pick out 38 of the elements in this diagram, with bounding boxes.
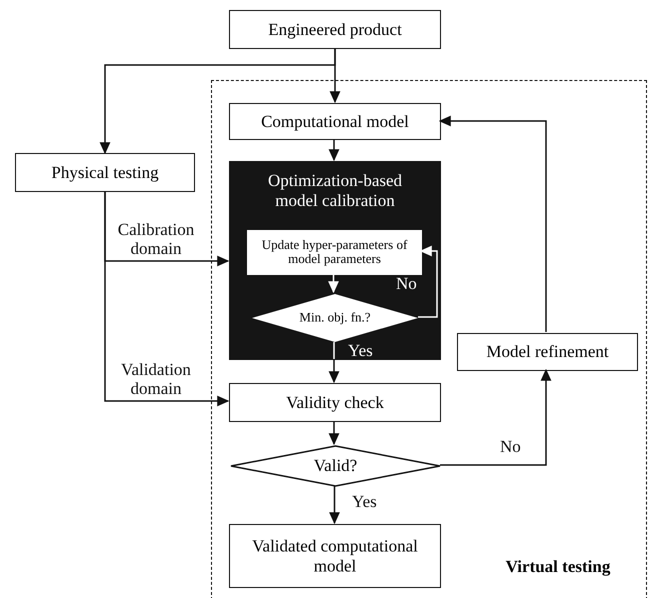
edge-label: No [500, 437, 521, 456]
node-label: Engineered product [267, 20, 403, 40]
process-box [229, 524, 441, 588]
region-title: Virtual testing [504, 557, 612, 577]
arrow [328, 139, 340, 162]
arrow [328, 342, 340, 384]
process-box [15, 153, 195, 192]
arrow [418, 246, 438, 318]
arrow [440, 368, 552, 466]
node-label: Computational model [260, 112, 410, 132]
process-box [229, 383, 441, 422]
arrow [438, 116, 547, 332]
arrow [104, 192, 230, 406]
edge-label: Calibration domain [116, 220, 196, 258]
decision-diamond [230, 445, 441, 487]
arrow [328, 274, 339, 294]
process-box [247, 230, 422, 275]
node-label: Valid? [312, 456, 358, 476]
arrow [329, 486, 340, 524]
process-box [229, 103, 441, 140]
arrow [100, 49, 336, 154]
edge-label: Yes [348, 341, 373, 360]
arrow [328, 421, 340, 446]
process-box [229, 10, 441, 49]
panel-heading: Optimization-based model calibration [266, 171, 404, 210]
dashed-region [211, 80, 647, 598]
edge-label: No [396, 274, 417, 293]
node-label: Validity check [285, 392, 385, 412]
node-label: Update hyper-parameters of model parameters [260, 238, 408, 268]
decision-diamond [251, 293, 419, 343]
node-label: Min. obj. fn.? [298, 310, 372, 326]
edge-label: Yes [352, 492, 377, 511]
edge-label: Validation domain [120, 360, 192, 398]
node-label: Physical testing [50, 162, 160, 182]
process-box [457, 333, 638, 371]
calibration-panel [229, 161, 441, 360]
node-label: Model refinement [485, 342, 610, 362]
node-label: Validated computational model [251, 536, 419, 576]
